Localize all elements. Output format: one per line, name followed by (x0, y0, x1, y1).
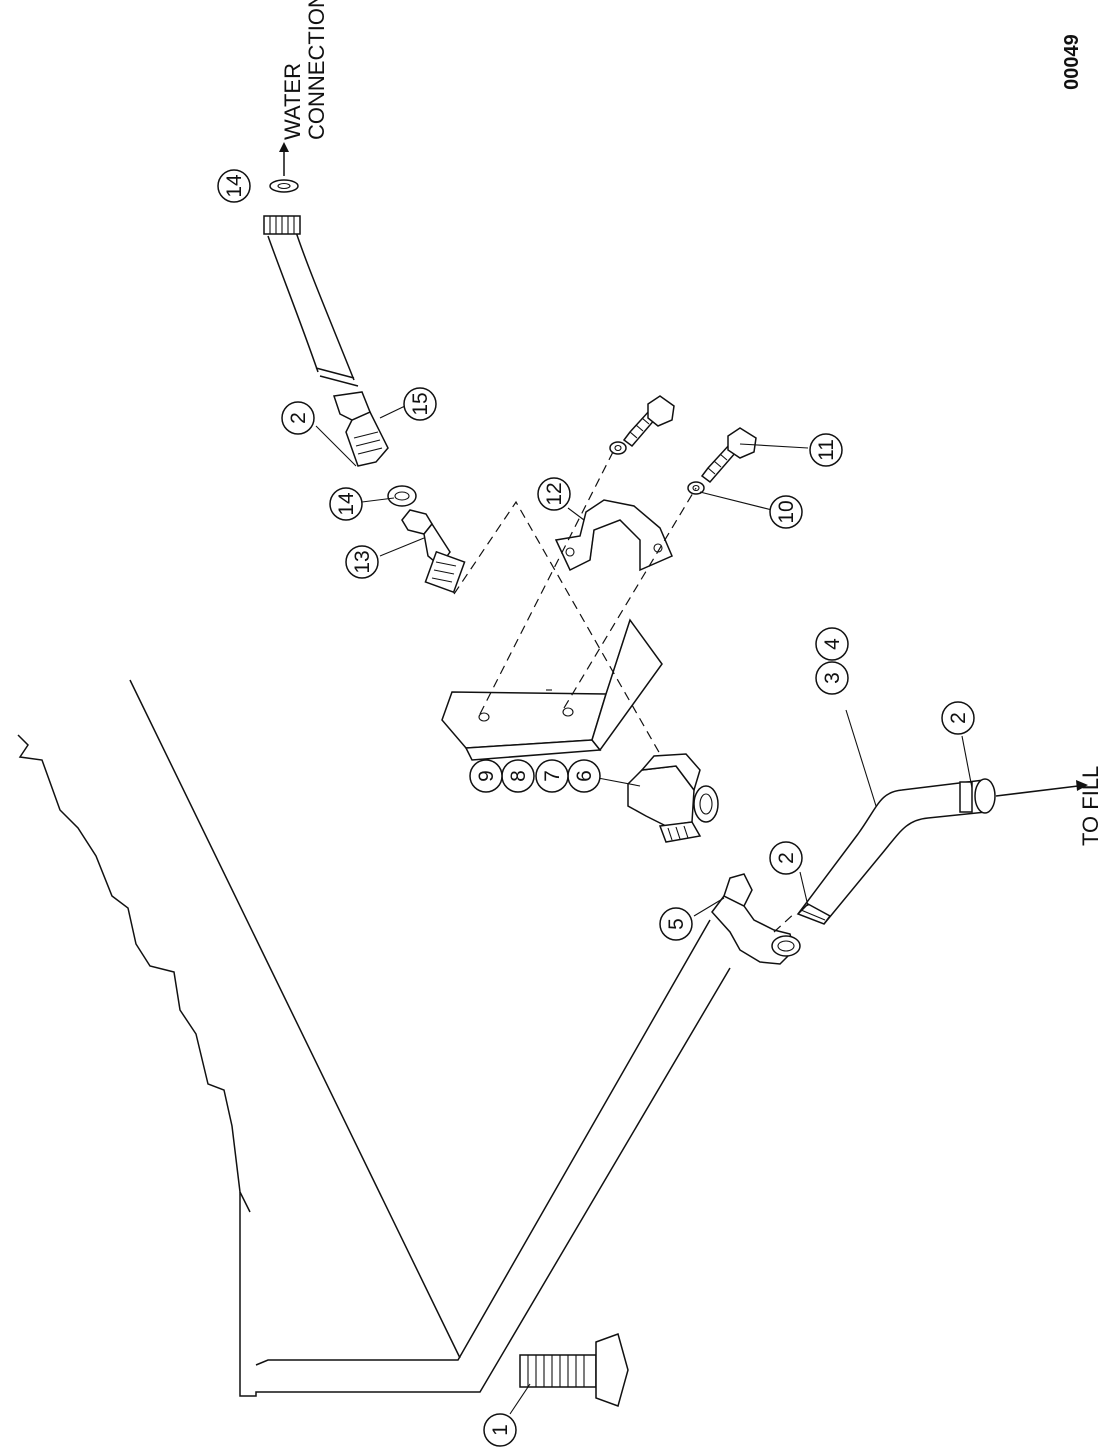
svg-text:10: 10 (775, 500, 798, 523)
callout-13: 13 (345, 545, 379, 579)
fill-hose-parts-3-4 (796, 778, 996, 925)
callout-6: 6 (567, 759, 601, 793)
solenoid-valve-parts-6-9 (627, 753, 719, 843)
to-fill-label: TO FILL (1078, 766, 1102, 846)
adapter-part-13 (401, 509, 466, 594)
elbow-fitting-part-5 (711, 873, 801, 965)
svg-text:11: 11 (815, 439, 838, 461)
svg-text:12: 12 (543, 482, 566, 505)
callout-11: 11 (809, 433, 843, 467)
flow-arrows (279, 142, 1088, 797)
svg-text:13: 13 (351, 550, 374, 573)
callout-9: 9 (469, 759, 503, 793)
water-connection-label-line2: CONNECTION (304, 0, 329, 140)
pipe-clamp-part-12 (554, 499, 673, 572)
callout-1: 1 (483, 1413, 517, 1447)
callout-7: 7 (535, 759, 569, 793)
svg-text:7: 7 (541, 770, 564, 782)
washer-part-10 (609, 441, 705, 495)
svg-text:3: 3 (821, 672, 844, 684)
svg-text:2: 2 (287, 412, 310, 424)
callout-5: 5 (659, 907, 693, 941)
svg-text:15: 15 (409, 392, 432, 415)
callout-8: 8 (501, 759, 535, 793)
svg-text:14: 14 (223, 174, 246, 198)
callout-2-inlet: 2 (281, 401, 315, 435)
callout-14-top: 14 (217, 169, 251, 203)
svg-text:4: 4 (821, 638, 844, 650)
callout-14-lower: 14 (329, 487, 363, 521)
svg-text:5: 5 (665, 918, 688, 930)
bolt-part-1 (519, 1333, 629, 1407)
callout-leaders (315, 405, 973, 1415)
callout-15: 15 (403, 387, 437, 421)
mounting-bracket (441, 618, 663, 761)
callout-2-elbow: 2 (769, 841, 803, 875)
svg-text:2: 2 (947, 712, 970, 724)
inlet-hose-part-15 (263, 215, 389, 467)
svg-text:2: 2 (775, 852, 798, 864)
svg-text:6: 6 (573, 770, 596, 782)
washer-part-14-top (269, 179, 299, 193)
callout-4: 4 (815, 627, 849, 661)
assembly-centerlines (453, 445, 797, 933)
callout-2-fill: 2 (941, 701, 975, 735)
bolt-part-11 (622, 395, 757, 484)
callout-3: 3 (815, 661, 849, 695)
svg-text:8: 8 (507, 770, 530, 782)
callout-10: 10 (769, 495, 803, 529)
tank-outline (17, 679, 731, 1397)
svg-text:1: 1 (489, 1424, 512, 1436)
svg-text:9: 9 (475, 770, 498, 782)
svg-text:14: 14 (335, 492, 358, 516)
callout-12: 12 (537, 477, 571, 511)
drawing-id: 00049 (1061, 34, 1083, 90)
water-connection-label-line1: WATER (280, 63, 305, 140)
washer-part-14 (387, 485, 417, 507)
